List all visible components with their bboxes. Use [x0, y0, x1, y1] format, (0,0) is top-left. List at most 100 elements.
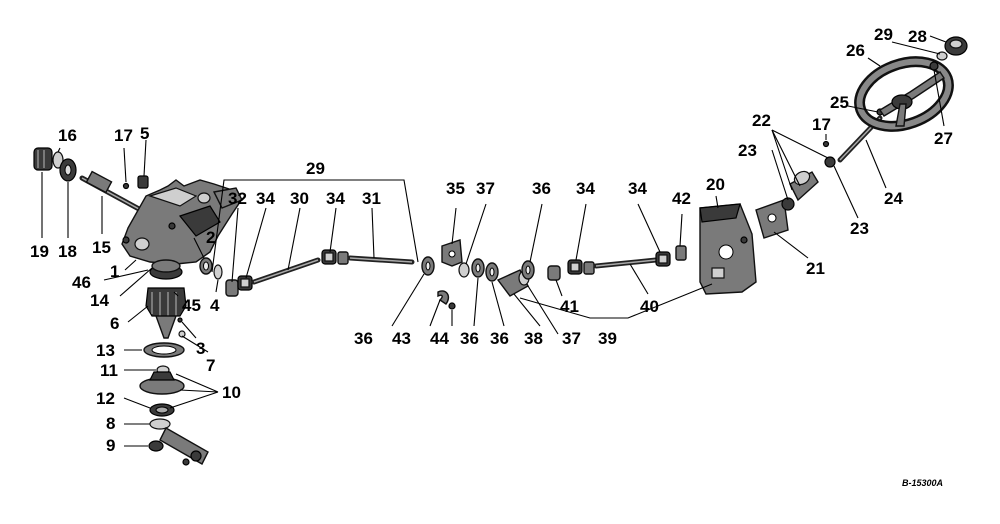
- part-23-bearing-lower: [781, 197, 795, 211]
- part-42-yoke: [675, 245, 687, 261]
- leader-lines: [41, 35, 947, 447]
- callout-1: 1: [110, 262, 119, 281]
- callout-14: 14: [90, 291, 109, 310]
- part-34-ujoint-right-1: [567, 259, 595, 275]
- part-36-washer-d: [521, 260, 535, 280]
- callout-29: 29: [874, 25, 893, 44]
- part-37-bushing-a: [458, 262, 470, 278]
- callout-41: 41: [560, 297, 579, 316]
- callout-38: 38: [524, 329, 543, 348]
- callout-3: 3: [196, 339, 205, 358]
- callout-18: 18: [58, 242, 77, 261]
- callout-28: 28: [908, 27, 927, 46]
- part-46-14-shim-stack: [149, 259, 183, 280]
- callout-43: 43: [392, 329, 411, 348]
- callout-40: 40: [640, 297, 659, 316]
- callout-24: 24: [884, 189, 903, 208]
- part-18-bearing: [59, 158, 77, 182]
- part-31-shaft: [251, 257, 321, 285]
- part-4-washer: [213, 264, 223, 280]
- part-44-nut: [448, 302, 456, 310]
- part-17-fitting-column: [822, 140, 830, 148]
- part-7-pin: [178, 330, 186, 338]
- callout-23-a: 23: [738, 141, 757, 160]
- callout-10: 10: [222, 383, 241, 402]
- part-33-yoke: [225, 279, 239, 297]
- callout-22: 22: [752, 111, 771, 130]
- part-28-horn-cap: [944, 36, 968, 56]
- callout-17-column: 17: [812, 115, 831, 134]
- callout-36-c: 36: [490, 329, 509, 348]
- callout-45: 45: [182, 296, 201, 315]
- drawing-reference-code: B-15300A: [902, 478, 943, 488]
- part-35-bracket: [441, 239, 463, 267]
- callout-23-b: 23: [850, 219, 869, 238]
- callout-25: 25: [830, 93, 849, 112]
- callout-42: 42: [672, 189, 691, 208]
- callout-36-d: 36: [532, 179, 551, 198]
- part-12-seal: [149, 403, 175, 417]
- callout-17-housing: 17: [114, 126, 133, 145]
- part-5-plug: [137, 175, 149, 189]
- callout-20: 20: [706, 175, 725, 194]
- callout-44: 44: [430, 329, 449, 348]
- callout-26: 26: [846, 41, 865, 60]
- callout-46: 46: [72, 273, 91, 292]
- callout-5: 5: [140, 124, 149, 143]
- callout-27: 27: [934, 129, 953, 148]
- callout-37-a: 37: [476, 179, 495, 198]
- callout-9: 9: [106, 436, 115, 455]
- part-6-sector-gear: [145, 287, 187, 339]
- part-17-fitting-housing: [122, 182, 130, 190]
- callout-7: 7: [206, 356, 215, 375]
- part-2-bushing: [199, 257, 213, 275]
- callout-34-c: 34: [576, 179, 595, 198]
- callout-6: 6: [110, 314, 119, 333]
- callout-32: 31: [362, 189, 381, 208]
- callout-19: 19: [30, 242, 49, 261]
- part-20-column-support: [699, 203, 757, 295]
- callout-11: 11: [100, 361, 118, 380]
- part-36-washer-a: [421, 256, 435, 276]
- part-34-ujoint-left-1: [237, 275, 253, 291]
- callout-2: 2: [206, 228, 215, 247]
- part-23-bearing-upper: [824, 156, 836, 168]
- part-32-shaft: [347, 255, 415, 265]
- callout-13: 13: [96, 341, 115, 360]
- part-9-nut: [148, 440, 164, 452]
- part-19-nut: [33, 147, 53, 171]
- callout-4: 4: [210, 296, 220, 315]
- callout-8: 8: [106, 414, 115, 433]
- callout-36-b: 36: [460, 329, 479, 348]
- part-1-gear-housing: [121, 179, 243, 265]
- callout-37-b: 37: [562, 329, 581, 348]
- callout-15: 15: [92, 238, 111, 257]
- callout-30: 29: [306, 159, 325, 178]
- callout-39: 39: [598, 329, 617, 348]
- parts-layer: [33, 36, 968, 466]
- callout-labels: 19 16 18 15 17 5 1 2 4 3 46 14 45 6 7 13…: [30, 25, 953, 488]
- part-21-mounting-plate: [755, 199, 789, 239]
- part-8-pitman-arm: [149, 418, 209, 466]
- part-41-yoke: [547, 265, 561, 281]
- callout-34-d: 34: [628, 179, 647, 198]
- callout-36-a: 36: [354, 329, 373, 348]
- part-34-ujoint-left-2: [321, 249, 349, 265]
- part-27-nut: [929, 61, 939, 71]
- callout-34-a: 34: [256, 189, 275, 208]
- part-3-fitting: [177, 317, 183, 323]
- part-36-washer-c: [485, 262, 499, 282]
- part-36-washer-b: [471, 258, 485, 278]
- callout-34-b: 34: [326, 189, 345, 208]
- part-10-cover: [139, 371, 185, 395]
- callout-16: 16: [58, 126, 77, 145]
- callout-33: 32: [228, 189, 247, 208]
- part-40-shaft: [593, 257, 659, 269]
- callout-35: 35: [446, 179, 465, 198]
- part-34-ujoint-right-2: [655, 251, 671, 267]
- part-26-steering-wheel: [854, 56, 954, 132]
- callout-21: 21: [806, 259, 825, 278]
- part-22-column-tube: [789, 170, 819, 202]
- part-13-gasket: [143, 342, 185, 358]
